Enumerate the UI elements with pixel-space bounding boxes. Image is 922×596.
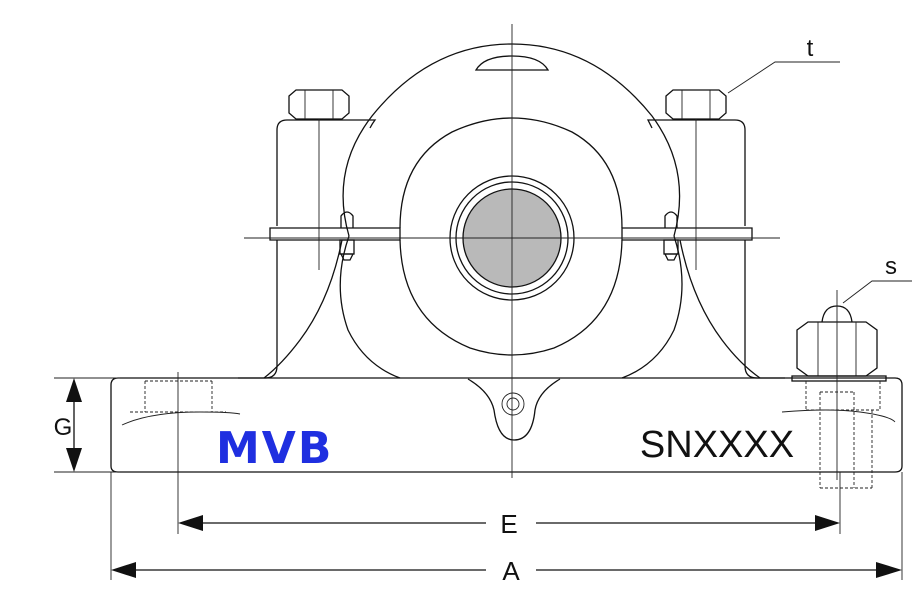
dimension-e: E bbox=[178, 509, 840, 539]
leader-s: s bbox=[842, 253, 912, 304]
dimension-a: A bbox=[111, 556, 902, 586]
dowel-pins bbox=[339, 211, 679, 261]
extension-lines bbox=[54, 372, 903, 580]
label-a: A bbox=[502, 556, 520, 586]
centerlines bbox=[244, 24, 838, 480]
label-g: G bbox=[54, 414, 73, 441]
housing-body bbox=[238, 119, 785, 379]
arrow-left-icon bbox=[111, 562, 136, 578]
arrow-right-icon bbox=[815, 515, 840, 531]
base-bolt bbox=[791, 305, 887, 489]
dimension-g: G bbox=[54, 378, 82, 472]
label-e: E bbox=[500, 509, 517, 539]
arrow-up-icon bbox=[66, 378, 82, 402]
arrow-left-icon bbox=[178, 515, 203, 531]
right-cap-bolt bbox=[665, 89, 727, 270]
leader-t: t bbox=[727, 35, 840, 94]
arrow-down-icon bbox=[66, 448, 82, 472]
label-s: s bbox=[885, 253, 897, 280]
label-t: t bbox=[807, 35, 814, 62]
left-cap-bolt bbox=[288, 89, 350, 270]
arrow-right-icon bbox=[876, 562, 902, 578]
brand-logo: MVB bbox=[216, 423, 333, 474]
model-number: SNXXXX bbox=[640, 424, 794, 466]
